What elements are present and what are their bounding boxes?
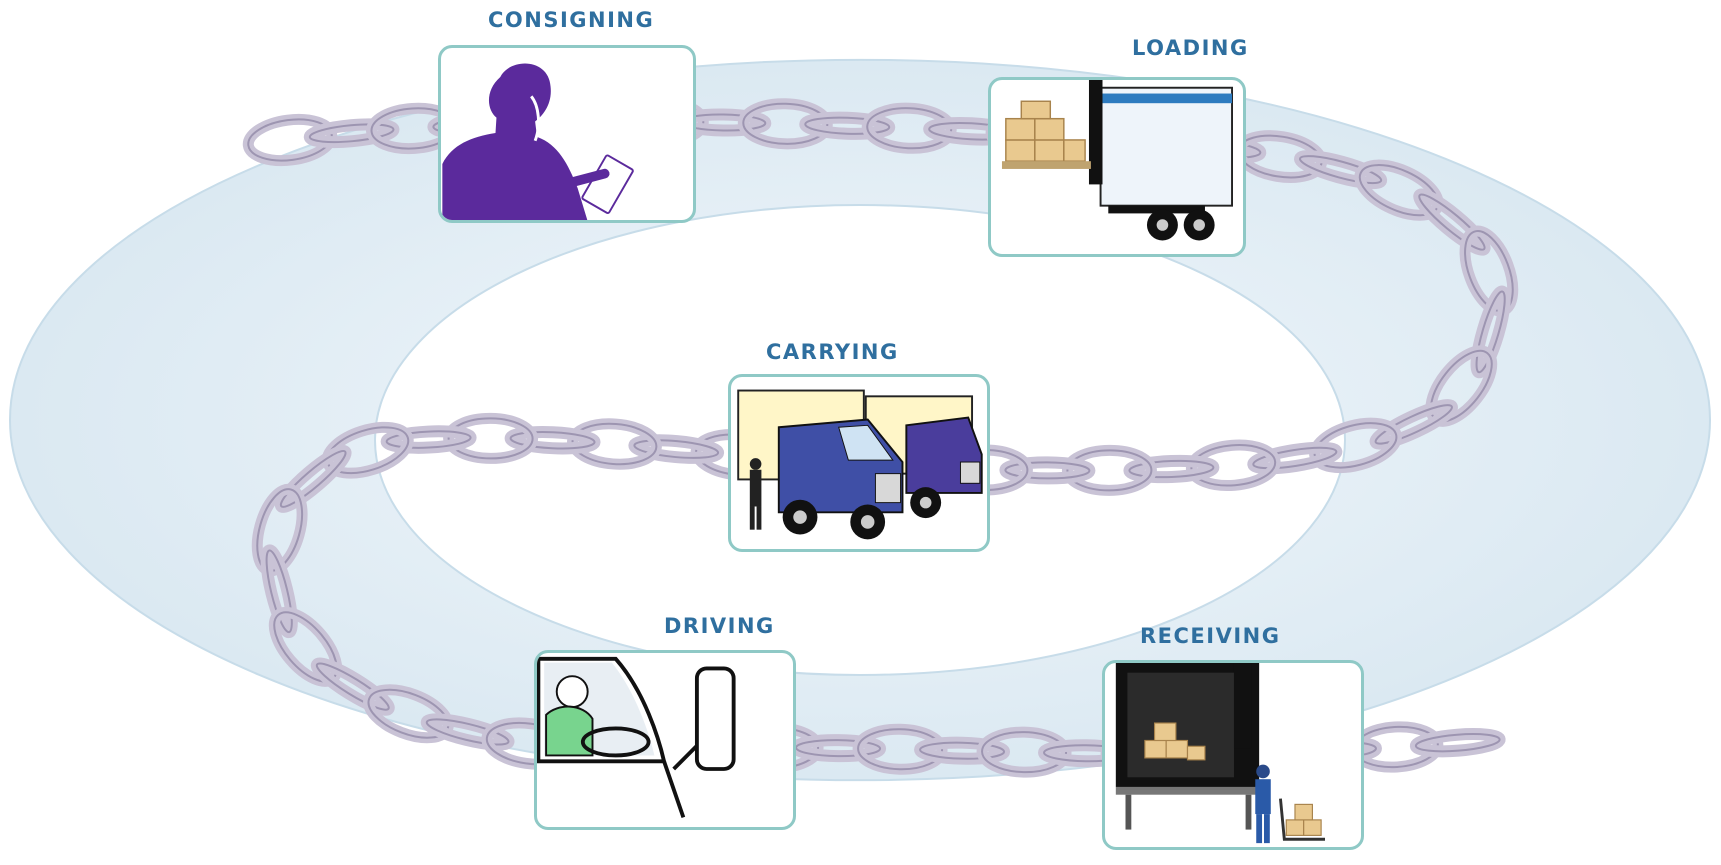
chain-link-outline [571, 422, 658, 466]
stage-panel-receiving [1102, 660, 1364, 850]
chain-link-outline [742, 102, 829, 145]
chain-link-outline [981, 731, 1068, 774]
chain-link-outline [265, 549, 293, 634]
chain-link-outline [633, 439, 720, 459]
stage-panel-carrying [728, 374, 990, 552]
trucks-icon [737, 389, 983, 540]
stage-label-consigning: CONSIGNING [488, 8, 655, 32]
chain-link-outline [1128, 459, 1215, 479]
chain-link-outline [315, 662, 390, 711]
chain-link-outline [1190, 444, 1277, 487]
stage-label-receiving: RECEIVING [1140, 624, 1281, 648]
chain-link-outline [308, 123, 395, 144]
stage-label-carrying: CARRYING [766, 340, 899, 364]
chain-link-outline [804, 116, 891, 135]
chain-link-outline [866, 107, 953, 150]
trailer-unloading-icon [1115, 663, 1325, 844]
stage-label-loading: LOADING [1132, 36, 1249, 60]
chain-link-outline [1066, 449, 1153, 492]
chain-link-outline [1418, 193, 1486, 251]
chain-link-outline [1252, 446, 1338, 470]
stage-panel-driving [534, 650, 796, 830]
chain-link-outline [1299, 155, 1383, 185]
stage-panel-consigning [438, 45, 696, 223]
chain-link-outline [279, 449, 347, 508]
stage-label-driving: DRIVING [664, 614, 775, 638]
businessman-on-phone-icon [442, 63, 634, 220]
trailer-loading-icon [1001, 80, 1233, 241]
chain-link-outline [385, 430, 472, 449]
chain-link-outline [795, 739, 882, 758]
chain-link-outline [1374, 404, 1453, 445]
chain-link-outline [1475, 290, 1506, 374]
chain-link-outline [919, 741, 1006, 760]
chain-link-outline [1414, 733, 1501, 753]
driver-cab-icon [537, 656, 736, 818]
chain-link-outline [509, 430, 596, 450]
chain-link-outline [247, 118, 333, 162]
chain-link-outline [425, 718, 510, 746]
chain-link-outline [447, 417, 534, 460]
chain-link-outline [857, 728, 944, 771]
chain-link-outline [1004, 461, 1091, 480]
stage-panel-loading [988, 77, 1246, 257]
